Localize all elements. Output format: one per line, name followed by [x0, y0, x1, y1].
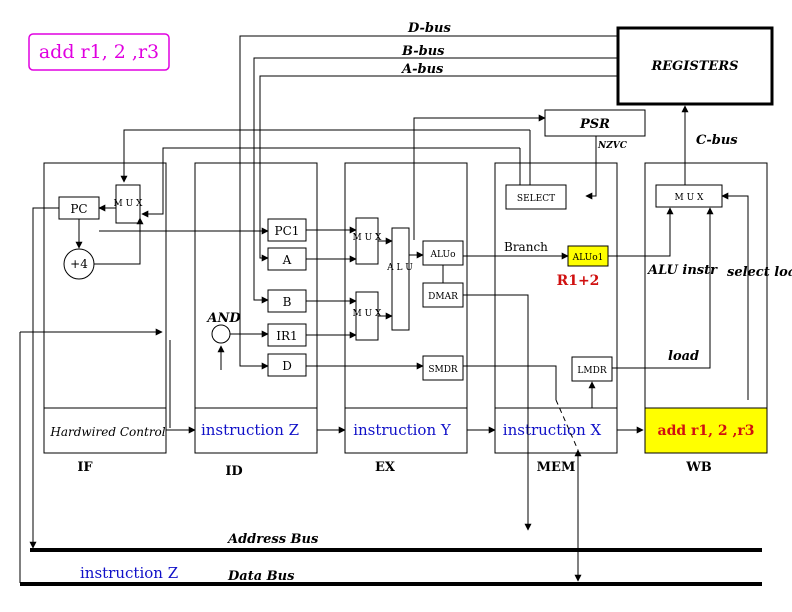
mem-footer: instruction X	[503, 421, 602, 439]
stage-id-name: ID	[225, 464, 242, 479]
psr-to-select	[585, 136, 597, 200]
mux-select-line	[141, 147, 520, 218]
pc-label: PC	[70, 202, 87, 216]
bottom-instruction: instruction Z	[80, 564, 178, 582]
stage-mem-name: MEM	[537, 460, 576, 475]
if-mux-label: M U X	[114, 199, 144, 209]
lmdr-label: LMDR	[577, 366, 606, 376]
select-load-to-mux	[721, 192, 749, 400]
b-bus-label: B-bus	[401, 44, 445, 59]
d-bus-label: D-bus	[407, 21, 451, 36]
wb-mux-label: M U X	[675, 193, 705, 203]
mem-dash-2	[555, 399, 579, 451]
select-box	[505, 184, 567, 210]
registers-label: REGISTERS	[650, 59, 738, 74]
registers-box	[616, 26, 774, 106]
alu-label: A L U	[386, 263, 413, 273]
smdr-label: SMDR	[428, 365, 458, 375]
dmar-label: DMAR	[428, 292, 458, 302]
instruction-label: add r1, 2 ,r3	[39, 41, 159, 63]
dmar-to-address	[463, 294, 532, 531]
select-label: SELECT	[517, 194, 555, 204]
stage-id-box	[194, 162, 318, 454]
load-label: load	[668, 349, 699, 364]
c-bus-label: C-bus	[696, 133, 738, 148]
lmdr-to-mux	[612, 207, 714, 369]
ex-mux1-label: M U X	[353, 233, 383, 243]
stage-if-name: IF	[77, 460, 93, 475]
pc1-label: PC1	[275, 224, 300, 238]
and-gate	[211, 324, 231, 344]
dmar-box	[422, 282, 464, 308]
stage-if-box	[43, 162, 167, 454]
ex-footer: instruction Y	[353, 421, 452, 439]
wb-footer-highlight	[644, 407, 768, 454]
stage-ex-box	[344, 162, 468, 454]
d-box	[267, 353, 307, 377]
data-bus-label: Data Bus	[227, 569, 295, 584]
d-label: D	[282, 359, 292, 373]
psr-box	[544, 109, 646, 137]
stage-wb-name: WB	[685, 460, 712, 475]
pc-to-address	[29, 207, 59, 549]
aluo1-label: ALUo1	[572, 253, 604, 263]
r1plus2-label: R1+2	[557, 273, 600, 289]
instruction-label-box	[28, 33, 170, 71]
a-label: A	[282, 253, 292, 267]
psr-flags: NZVC	[597, 141, 628, 151]
aluo-label: ALUo	[430, 250, 456, 260]
stage-mem-box	[494, 162, 618, 454]
b-bus-line	[253, 57, 618, 304]
ex-mux2-label: M U X	[353, 309, 383, 319]
ir1-label: IR1	[276, 329, 297, 343]
alu-instr-label: ALU instr	[646, 263, 718, 278]
plus4-label: +4	[70, 257, 88, 271]
id-footer: instruction Z	[201, 421, 299, 439]
b-label: B	[283, 295, 292, 309]
plus4-to-mux	[94, 217, 144, 265]
aluo-to-psr	[413, 114, 546, 240]
branch-label: Branch	[504, 240, 548, 254]
if-mux-box	[115, 184, 141, 224]
psr-label: PSR	[579, 117, 610, 132]
select-load-label: select load	[727, 265, 792, 280]
d-bus-line	[239, 35, 618, 370]
if-footer: Hardwired Control	[49, 425, 165, 439]
stage-ex-name: EX	[375, 460, 396, 475]
alu-box	[391, 227, 410, 331]
address-bus-label: Address Bus	[226, 532, 319, 547]
and-label: AND	[205, 311, 241, 326]
smdr-to-mem	[463, 365, 557, 400]
lmdr-box	[571, 356, 613, 382]
wb-footer: add r1, 2 ,r3	[658, 423, 755, 439]
aluo1-to-mux	[608, 207, 674, 257]
aluo-box	[422, 240, 464, 266]
a-bus-label: A-bus	[400, 62, 444, 77]
feedback-line-1	[120, 129, 530, 183]
a-bus-line	[259, 75, 618, 262]
